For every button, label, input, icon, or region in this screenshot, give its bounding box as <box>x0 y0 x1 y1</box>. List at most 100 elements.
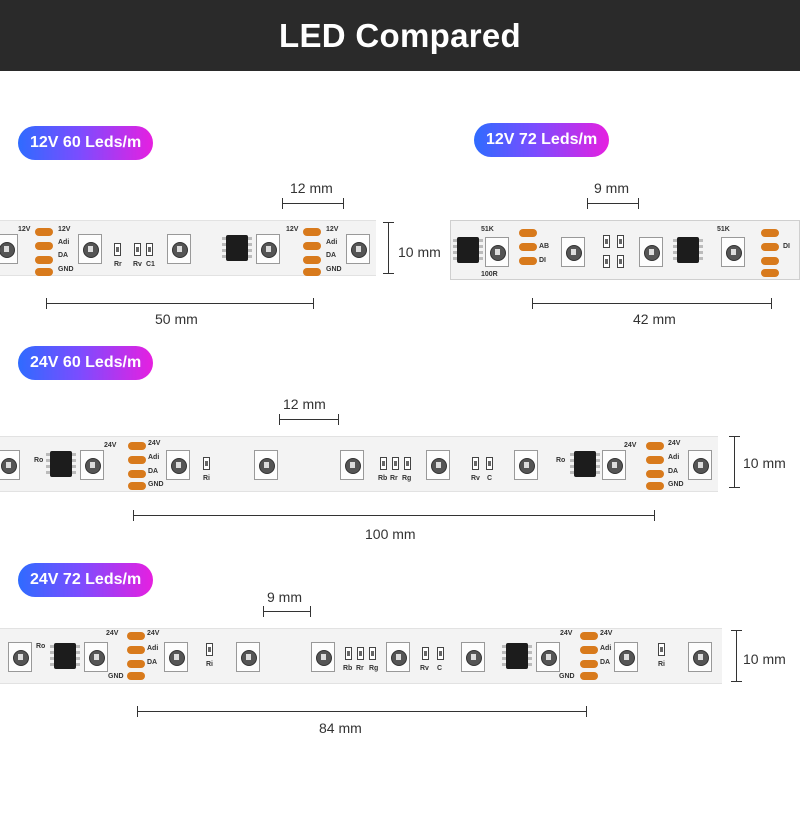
spacing-line-12v-60 <box>282 198 344 209</box>
segment-line-12v-72 <box>532 298 772 309</box>
spacing-label-24v-60: 12 mm <box>283 396 326 412</box>
spacing-line-24v-72 <box>263 606 311 617</box>
ic-chip <box>453 237 483 263</box>
led-chip <box>426 450 450 480</box>
led-chip <box>0 234 18 264</box>
capacitor <box>437 647 444 660</box>
pcb-label: Ri <box>658 661 665 668</box>
solder-pad <box>761 243 779 251</box>
resistor <box>114 243 121 256</box>
led-chip <box>602 450 626 480</box>
pcb-label: Ro <box>34 457 44 464</box>
resistor <box>617 255 624 268</box>
pcb-label: 24V <box>624 442 637 449</box>
resistor <box>134 243 141 256</box>
pcb-label: Rr <box>114 261 122 268</box>
pcb-label: GND <box>148 481 164 488</box>
spacing-label-12v-72: 9 mm <box>594 180 629 196</box>
led-chip <box>84 642 108 672</box>
solder-pad <box>580 660 598 668</box>
led-chip <box>688 642 712 672</box>
ic-chip <box>222 235 252 261</box>
led-strip-12v-72: 51K AB DI 100R 51K DI <box>450 220 800 280</box>
solder-pad <box>128 456 146 464</box>
pcb-label: 24V <box>668 440 681 447</box>
led-chip <box>78 234 102 264</box>
solder-pad <box>35 268 53 276</box>
led-chip <box>561 237 585 267</box>
spacing-line-24v-60 <box>279 414 339 425</box>
pcb-label: Rv <box>471 475 480 482</box>
led-strip-24v-72: Ro 24V 24V Adi DA GND Ri Rb Rr Rg Rv C 2… <box>0 628 722 684</box>
solder-pad <box>646 482 664 490</box>
pcb-label: GND <box>108 673 124 680</box>
pcb-label: 12V <box>286 226 299 233</box>
pcb-label: AB <box>539 243 550 250</box>
pcb-label: GND <box>58 266 74 273</box>
solder-pad <box>646 470 664 478</box>
pcb-label: DA <box>148 468 159 475</box>
pcb-label: Adi <box>147 645 159 652</box>
section-label-24v-60: 24V 60 Leds/m <box>18 346 154 380</box>
led-chip <box>254 450 278 480</box>
width-label-24v-72: 10 mm <box>743 651 786 667</box>
pcb-label: DI <box>539 257 546 264</box>
pcb-label: DA <box>58 252 69 259</box>
section-label-12v-72: 12V 72 Leds/m <box>474 123 610 157</box>
resistor <box>380 457 387 470</box>
resistor <box>472 457 479 470</box>
led-strip-12v-60: 12V 12V Adi DA GND Rr Rv C1 12V 12V Adi … <box>0 220 376 276</box>
resistor <box>392 457 399 470</box>
pcb-label: 24V <box>147 630 160 637</box>
resistor <box>345 647 352 660</box>
led-chip <box>485 237 509 267</box>
solder-pad <box>127 660 145 668</box>
solder-pad <box>519 243 537 251</box>
spacing-line-12v-72 <box>587 198 639 209</box>
ic-chip <box>673 237 703 263</box>
ic-chip <box>502 643 532 669</box>
resistor <box>203 457 210 470</box>
led-chip <box>386 642 410 672</box>
solder-pad <box>761 269 779 277</box>
pcb-label: Rr <box>390 475 398 482</box>
resistor <box>658 643 665 656</box>
pcb-label: GND <box>326 266 342 273</box>
pcb-label: 24V <box>148 440 161 447</box>
pcb-label: Ri <box>203 475 210 482</box>
width-label-12v-60: 10 mm <box>398 244 441 260</box>
resistor <box>422 647 429 660</box>
led-chip <box>0 450 20 480</box>
led-chip <box>721 237 745 267</box>
pcb-label: 12V <box>326 226 339 233</box>
solder-pad <box>127 632 145 640</box>
led-chip <box>614 642 638 672</box>
segment-label-24v-60: 100 mm <box>365 526 416 542</box>
solder-pad <box>303 256 321 264</box>
capacitor <box>146 243 153 256</box>
pcb-label: Rv <box>133 261 142 268</box>
solder-pad <box>35 256 53 264</box>
pcb-label: 12V <box>58 226 71 233</box>
pcb-label: GND <box>668 481 684 488</box>
led-chip <box>8 642 32 672</box>
pcb-label: 51K <box>481 226 494 233</box>
solder-pad <box>303 268 321 276</box>
header-bar: LED Compared <box>0 0 800 71</box>
pcb-label: C <box>487 475 493 482</box>
pcb-label: 51K <box>717 226 730 233</box>
segment-label-24v-72: 84 mm <box>319 720 362 736</box>
led-strip-24v-60: Ro 24V 24V Adi DA GND Ri Rb Rr Rg Rv C R… <box>0 436 718 492</box>
width-label-24v-60: 10 mm <box>743 455 786 471</box>
solder-pad <box>127 646 145 654</box>
led-chip <box>164 642 188 672</box>
pcb-label: Adi <box>600 645 612 652</box>
section-label-24v-72: 24V 72 Leds/m <box>18 563 154 597</box>
pcb-label: Adi <box>668 454 680 461</box>
resistor <box>206 643 213 656</box>
solder-pad <box>303 242 321 250</box>
pcb-label: GND <box>559 673 575 680</box>
solder-pad <box>128 442 146 450</box>
led-chip <box>514 450 538 480</box>
resistor <box>357 647 364 660</box>
